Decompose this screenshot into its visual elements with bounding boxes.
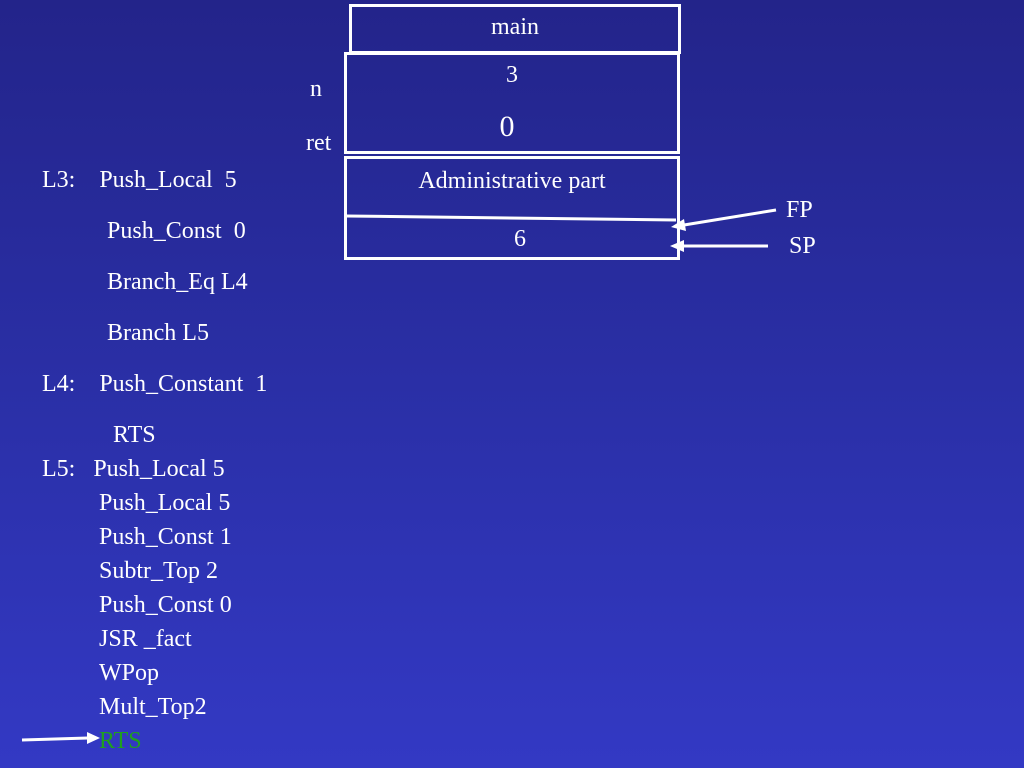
local-value: 6 [514,226,526,252]
locals-box [344,52,680,154]
code-line-7: L5: Push_Local 5 [42,456,225,482]
pc-arrow-line [21,736,89,742]
code-line-1: L3: Push_Local 5 [42,167,237,193]
code-line-10: Subtr_Top 2 [99,558,218,584]
pc-arrow-head [87,732,100,744]
code-line-current: RTS [99,728,142,754]
code-line-3: Branch_Eq L4 [107,269,248,295]
code-line-8: Push_Local 5 [99,490,231,516]
ret-label: ret [306,130,332,156]
fp-label: FP [786,197,813,223]
code-line-5: L4: Push_Constant 1 [42,371,268,397]
fp-arrow-head [671,219,686,231]
n-label: n [310,76,322,102]
admin-label: Administrative part [418,168,606,194]
code-line-4: Branch L5 [107,320,209,346]
code-line-2: Push_Const 0 [107,218,246,244]
main-label: main [491,14,539,40]
ret-value: 0 [499,110,515,143]
code-line-12: JSR _fact [99,626,192,652]
code-line-13: WPop [99,660,159,686]
code-line-6: RTS [113,422,156,448]
sp-arrow-head [670,240,684,252]
sp-label: SP [789,233,816,259]
code-line-9: Push_Const 1 [99,524,232,550]
n-value: 3 [506,62,518,88]
fp-arrow-line [683,208,777,227]
current-frame-box [344,156,680,260]
code-line-14: Mult_Top2 [99,694,207,720]
code-line-11: Push_Const 0 [99,592,232,618]
frame-divider-line [345,214,677,222]
